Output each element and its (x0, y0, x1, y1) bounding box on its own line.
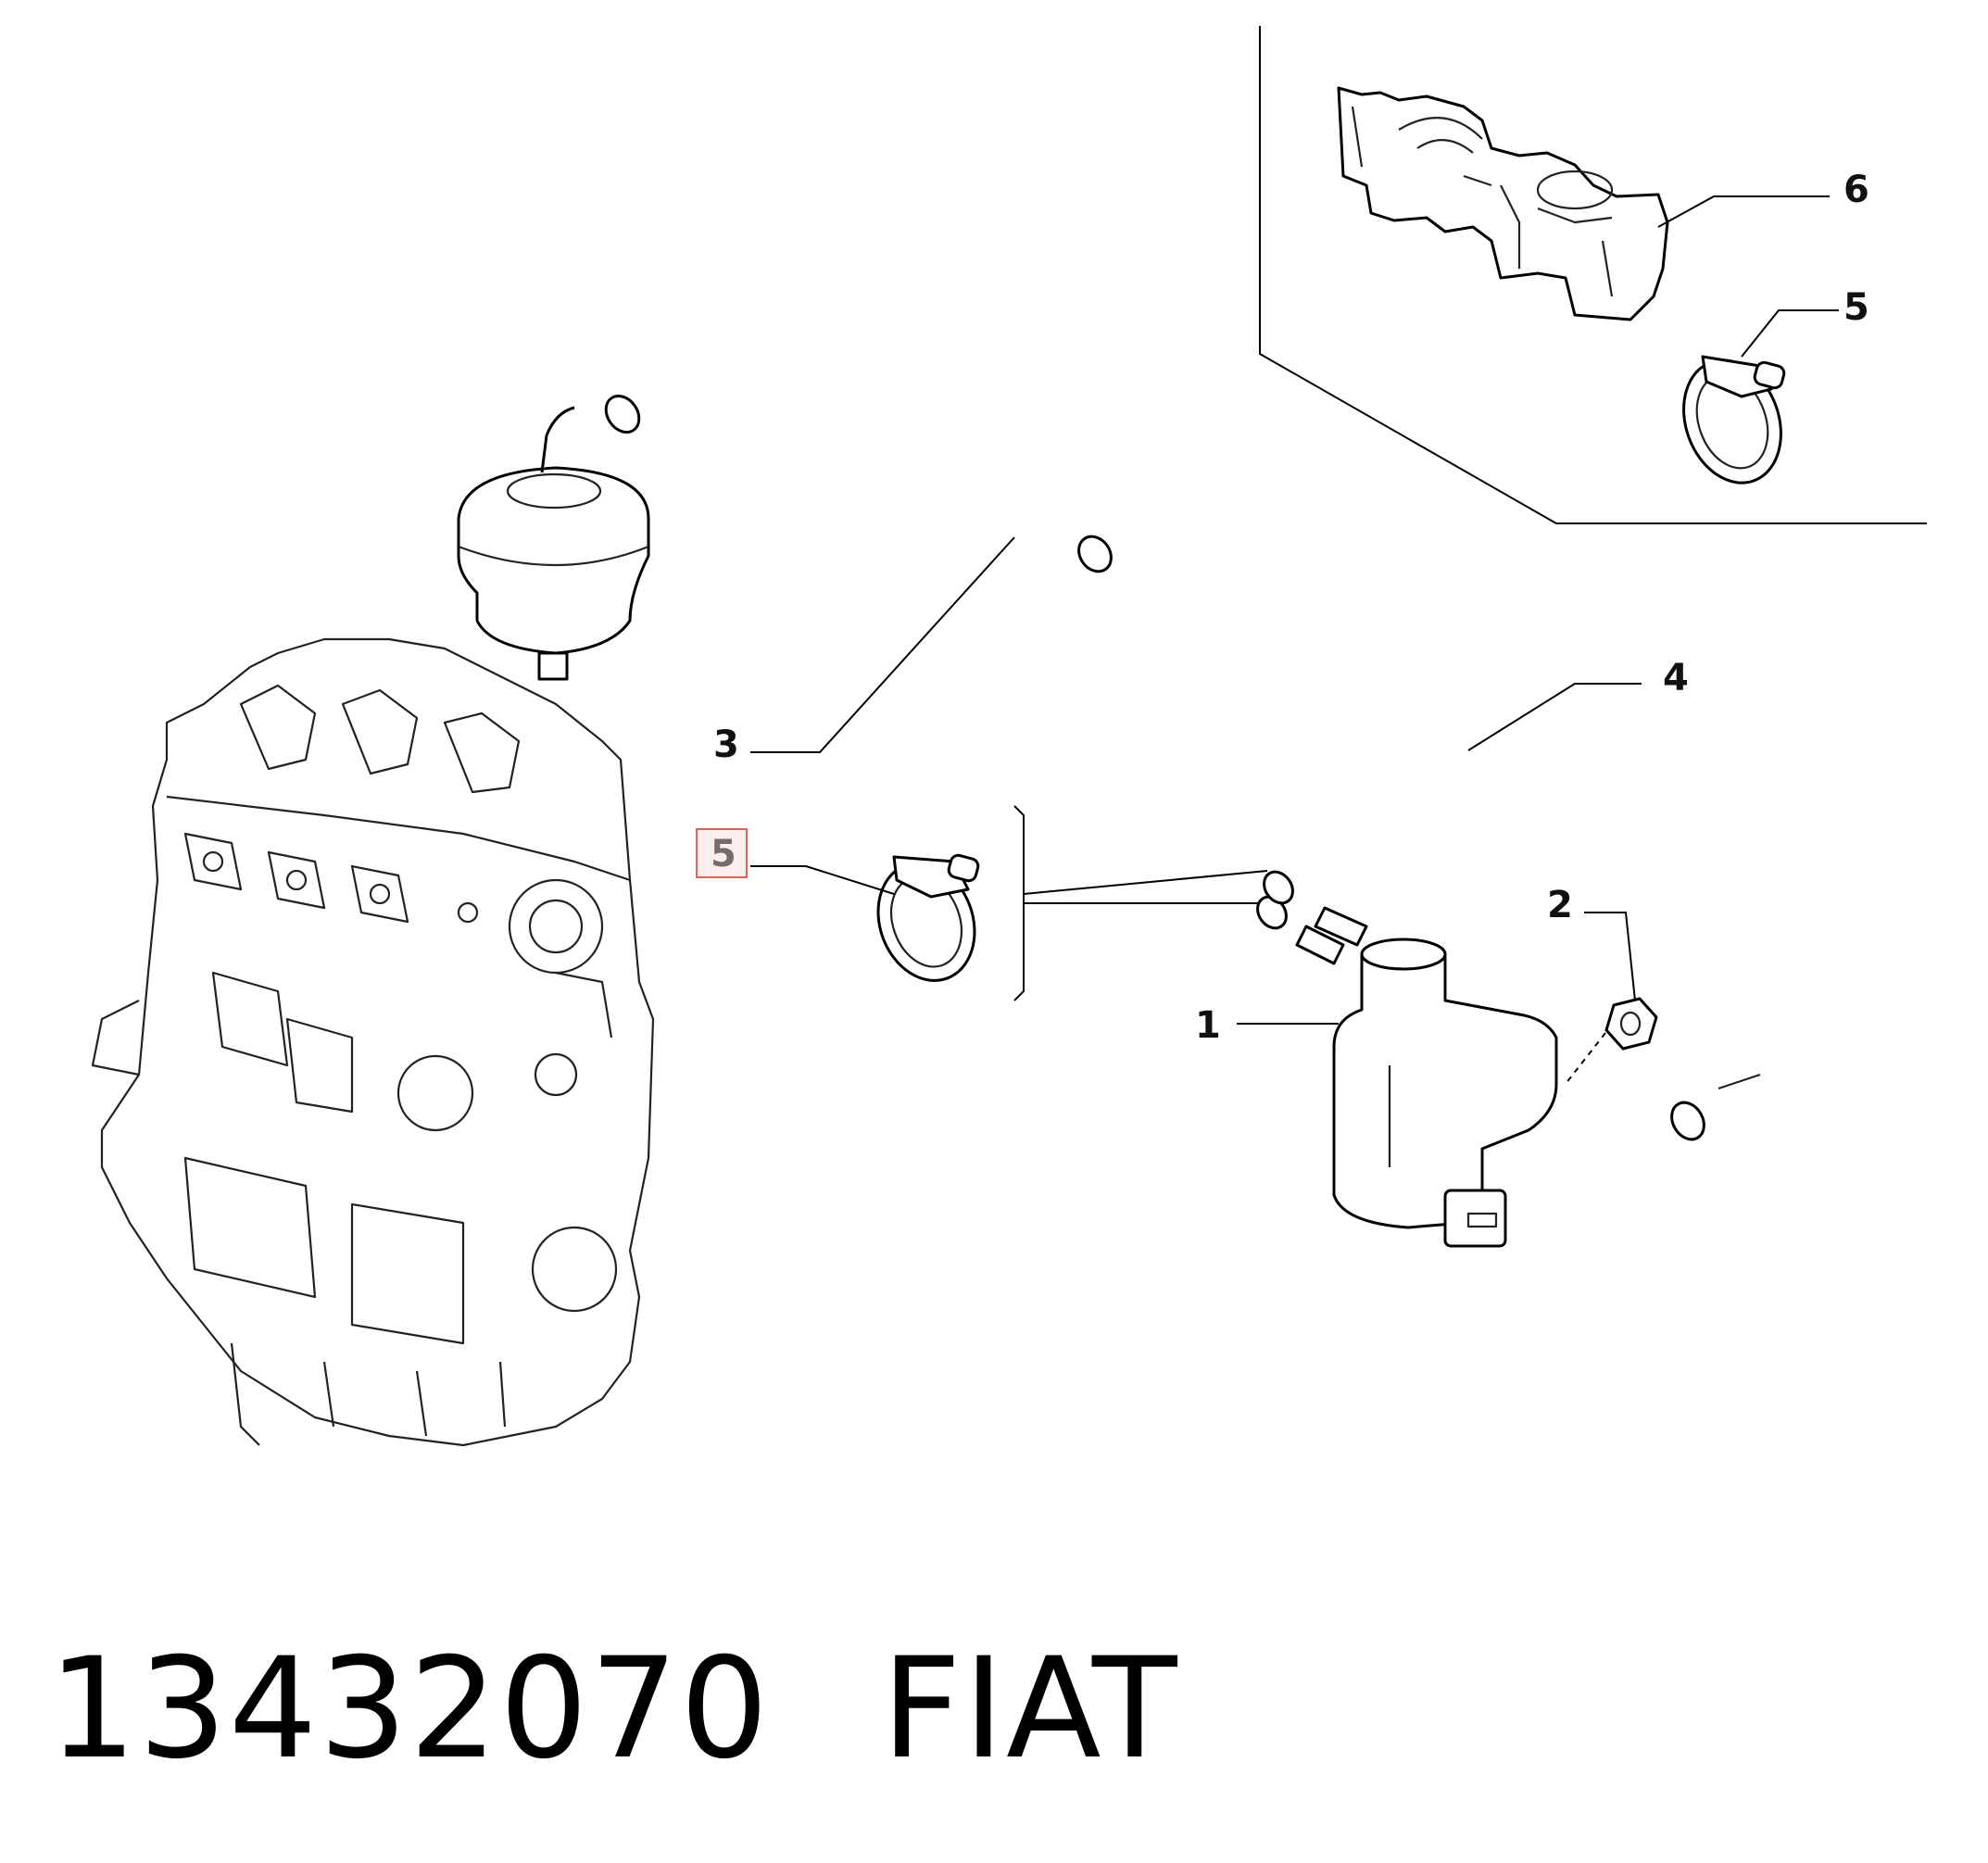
callout-label-5-highlighted[interactable]: 5 (711, 833, 736, 875)
vacuum-hose-3-part[interactable] (599, 338, 1292, 934)
solenoid-valve-1-part[interactable] (1295, 906, 1558, 1248)
vacuum-hose-4-part[interactable] (1197, 648, 1872, 1145)
callouts: 1 2 3 4 5 5 6 (696, 169, 1869, 1047)
hose-clamp-main-part[interactable] (862, 850, 990, 994)
part-number: 13432070 (48, 1629, 771, 1790)
callout-highlight-box (696, 828, 748, 878)
callout-label-1: 1 (1195, 1004, 1221, 1047)
engine-block (91, 637, 655, 1447)
callout-label-6: 6 (1843, 169, 1869, 211)
leader-lines (750, 195, 1839, 1025)
clip-bracket-part[interactable] (1337, 86, 1669, 321)
vacuum-canister (457, 406, 650, 681)
callout-label-5-inset: 5 (1843, 286, 1869, 329)
callout-label-2: 2 (1547, 884, 1573, 926)
hose-clamp-inset-part[interactable] (1667, 346, 1797, 497)
inset-frame (1259, 26, 1927, 524)
nut-2-part[interactable] (1565, 997, 1658, 1085)
callout-label-4: 4 (1663, 657, 1689, 699)
brand-name: FIAT (881, 1629, 1179, 1790)
callout-label-3: 3 (713, 724, 739, 766)
